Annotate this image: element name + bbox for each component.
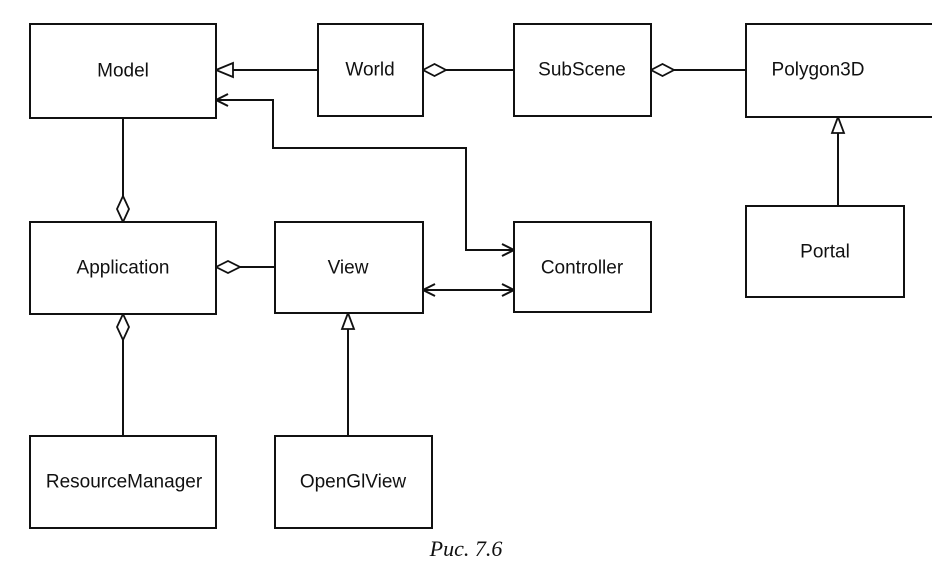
aggregation-diamond-application-bottom <box>116 311 130 343</box>
class-world-label: World <box>345 60 394 81</box>
class-polygon3d-label: Polygon3D <box>772 60 865 81</box>
class-resourcemanager-label: ResourceManager <box>46 472 203 493</box>
connector-world-model <box>213 61 318 79</box>
generalization-arrow-polygon3d <box>830 114 846 134</box>
generalization-arrow-view <box>340 310 356 330</box>
aggregation-diamond-subscene <box>649 62 676 78</box>
class-portal: Portal <box>745 205 905 298</box>
class-application-label: Application <box>77 258 170 279</box>
connector-openglview-view <box>340 310 356 436</box>
class-polygon3d: Polygon3D <box>745 23 932 118</box>
class-model-label: Model <box>97 61 149 82</box>
class-subscene: SubScene <box>513 23 652 117</box>
class-controller-label: Controller <box>541 258 624 279</box>
class-subscene-label: SubScene <box>538 60 626 81</box>
class-controller: Controller <box>513 221 652 313</box>
class-view: View <box>274 221 424 314</box>
connector-resourcemanager-application <box>116 311 130 436</box>
class-world: World <box>317 23 424 117</box>
connector-subscene-world <box>421 62 514 78</box>
aggregation-diamond-application-top <box>116 193 130 225</box>
connector-portal-polygon3d <box>830 114 846 206</box>
connector-model-application <box>116 118 130 225</box>
class-portal-label: Portal <box>800 242 850 263</box>
class-openglview-label: OpenGlView <box>300 472 407 493</box>
class-application: Application <box>29 221 217 315</box>
class-view-label: View <box>328 258 369 279</box>
generalization-arrow-model <box>213 61 234 79</box>
aggregation-diamond-world <box>421 62 448 78</box>
aggregation-diamond-application-right <box>213 259 243 275</box>
connector-view-application <box>213 259 275 275</box>
connector-polygon3d-subscene <box>649 62 746 78</box>
class-resourcemanager: ResourceManager <box>29 435 217 529</box>
class-model: Model <box>29 23 217 119</box>
connector-view-controller <box>420 283 517 297</box>
figure-caption: Рис. 7.6 <box>429 536 503 561</box>
class-openglview: OpenGlView <box>274 435 433 529</box>
